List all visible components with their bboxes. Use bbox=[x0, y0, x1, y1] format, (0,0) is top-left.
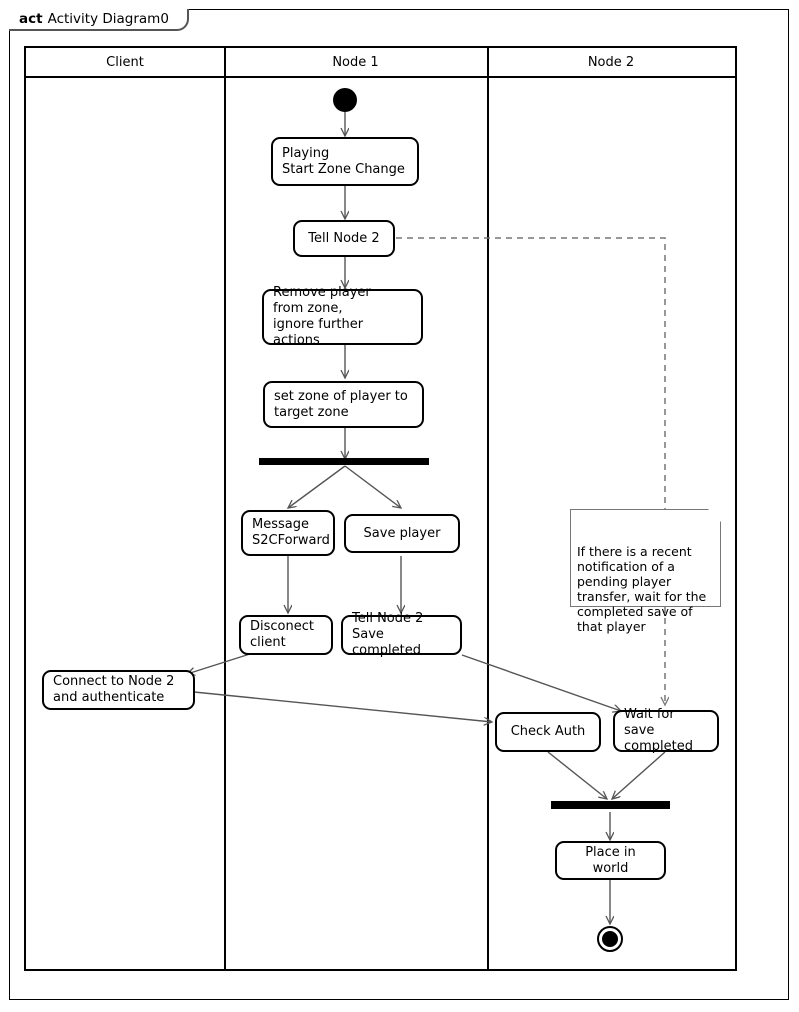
swimlane-header-node1: Node 1 bbox=[224, 48, 487, 76]
activity-label: Message S2CForward bbox=[252, 517, 330, 548]
activity-save-player[interactable]: Save player bbox=[344, 514, 460, 553]
initial-node bbox=[333, 88, 357, 112]
activity-label: set zone of player to target zone bbox=[274, 388, 408, 420]
activity-place-in-world[interactable]: Place in world bbox=[555, 841, 666, 880]
diagram-frame bbox=[9, 9, 789, 1000]
activity-label: Disconect client bbox=[250, 619, 314, 650]
diagram-keyword: act bbox=[19, 11, 43, 27]
activity-label: Check Auth bbox=[510, 724, 586, 739]
swimlane-label-node2: Node 2 bbox=[587, 54, 635, 70]
activity-label: Tell Node 2 Save completed bbox=[352, 611, 424, 658]
swimlane-header-client: Client bbox=[26, 48, 224, 76]
activity-wait-for-save-completed[interactable]: Wait for save completed bbox=[613, 707, 719, 754]
swimlane-divider-2 bbox=[487, 48, 489, 969]
note-pending-player-transfer: If there is a recent notification of a p… bbox=[570, 508, 722, 634]
note-fold-icon bbox=[707, 508, 722, 523]
final-node bbox=[597, 926, 623, 952]
join-bar bbox=[551, 801, 670, 809]
activity-label: Place in world bbox=[585, 844, 636, 876]
fork-bar bbox=[259, 458, 429, 465]
activity-tell-node-2[interactable]: Tell Node 2 bbox=[293, 220, 395, 257]
activity-tell-node-2-save-completed[interactable]: Tell Node 2 Save completed bbox=[341, 611, 462, 658]
swimlane-label-node1: Node 1 bbox=[332, 54, 379, 70]
diagram-title: Activity Diagram0 bbox=[47, 11, 169, 27]
activity-remove-player-from-zone[interactable]: Remove player from zone, ignore further … bbox=[262, 285, 423, 348]
activity-connect-to-node-2-and-authenticate[interactable]: Connect to Node 2 and authenticate bbox=[42, 670, 195, 710]
activity-playing-start-zone-change[interactable]: Playing Start Zone Change bbox=[271, 137, 419, 186]
activity-check-auth[interactable]: Check Auth bbox=[495, 712, 601, 752]
activity-label: Remove player from zone, ignore further … bbox=[273, 285, 371, 348]
activity-label: Wait for save completed bbox=[624, 707, 693, 754]
activity-message-s2cforward[interactable]: Message S2CForward bbox=[241, 510, 335, 556]
swimlane-label-client: Client bbox=[106, 54, 144, 70]
activity-label: Playing Start Zone Change bbox=[282, 145, 405, 177]
diagram-title-tab: act Activity Diagram0 bbox=[9, 9, 189, 31]
swimlane-divider-1 bbox=[224, 48, 226, 969]
activity-label: Tell Node 2 bbox=[308, 230, 380, 246]
swimlane-header-node2: Node 2 bbox=[487, 48, 735, 76]
activity-disconect-client[interactable]: Disconect client bbox=[239, 615, 333, 655]
activity-label: Save player bbox=[363, 525, 441, 541]
swimlane-header-row: Client Node 1 Node 2 bbox=[26, 48, 735, 78]
activity-label: Connect to Node 2 and authenticate bbox=[53, 674, 175, 705]
activity-set-zone-of-player[interactable]: set zone of player to target zone bbox=[263, 381, 424, 428]
